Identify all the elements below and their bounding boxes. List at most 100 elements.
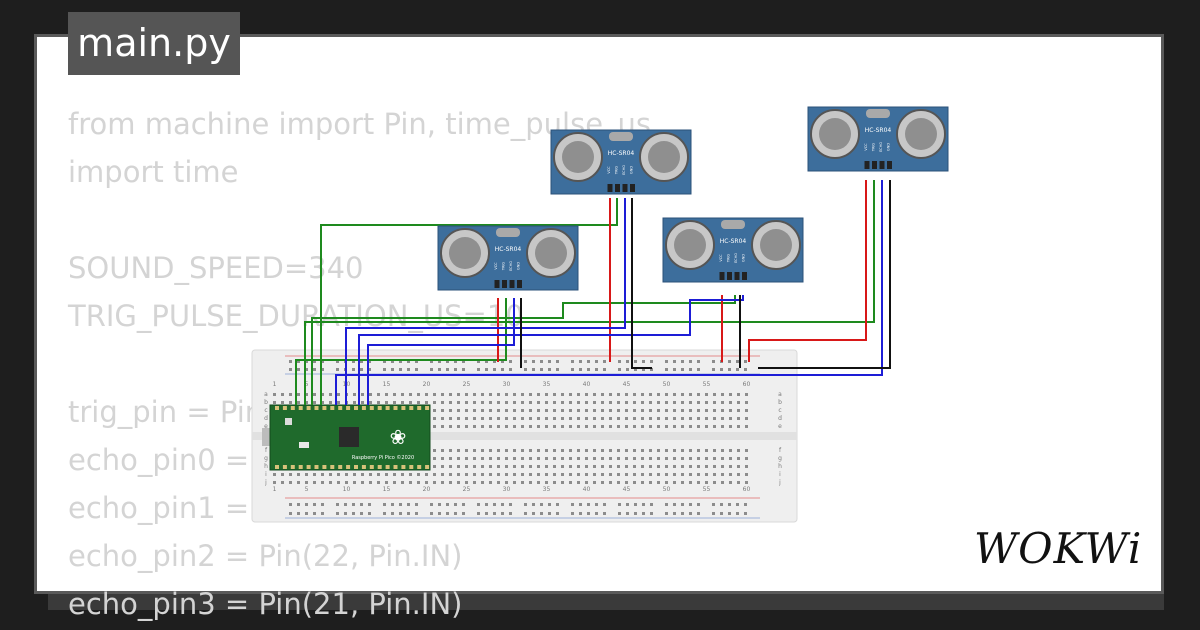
breadboard-hole <box>577 409 580 412</box>
breadboard-rail-hole <box>462 360 465 363</box>
breadboard-rail-hole <box>454 503 457 506</box>
breadboard-hole <box>617 425 620 428</box>
breadboard-hole <box>649 465 652 468</box>
breadboard-hole <box>585 425 588 428</box>
breadboard-hole <box>529 481 532 484</box>
breadboard-hole <box>585 481 588 484</box>
pico-pin <box>314 465 319 469</box>
breadboard-rail-hole <box>603 368 606 371</box>
breadboard-hole <box>625 401 628 404</box>
wire-black-gnd-s1 <box>631 198 652 369</box>
sensor-pin-header <box>719 272 725 280</box>
breadboard-hole <box>273 481 276 484</box>
breadboard-hole <box>505 465 508 468</box>
file-tab[interactable]: main.py <box>68 12 240 75</box>
breadboard-hole <box>553 401 556 404</box>
breadboard-rail-hole <box>728 512 731 515</box>
breadboard-rail-hole <box>689 360 692 363</box>
breadboard-column-number: 35 <box>543 486 551 493</box>
breadboard-rail-hole <box>430 368 433 371</box>
pico-pin <box>361 465 366 469</box>
breadboard-hole <box>721 417 724 420</box>
breadboard-hole <box>521 457 524 460</box>
breadboard-hole <box>697 417 700 420</box>
sensor-pin-header <box>607 184 613 192</box>
breadboard-rail-hole <box>556 512 559 515</box>
breadboard-rail-hole <box>360 503 363 506</box>
breadboard-hole <box>593 473 596 476</box>
breadboard-rail-hole <box>548 360 551 363</box>
breadboard-hole <box>737 473 740 476</box>
breadboard-hole <box>713 465 716 468</box>
breadboard-rail-hole <box>642 360 645 363</box>
breadboard-hole <box>409 473 412 476</box>
breadboard-hole <box>545 417 548 420</box>
breadboard-hole <box>353 393 356 396</box>
breadboard-rail-hole <box>462 512 465 515</box>
breadboard-column-number: 20 <box>423 381 431 388</box>
breadboard-hole <box>313 401 316 404</box>
breadboard-rail-hole <box>697 503 700 506</box>
breadboard-hole <box>273 393 276 396</box>
breadboard-rail-hole <box>391 503 394 506</box>
breadboard-rail-hole <box>289 503 292 506</box>
transducer-mesh <box>905 118 937 150</box>
breadboard-hole <box>649 449 652 452</box>
breadboard-rail-hole <box>673 360 676 363</box>
breadboard-hole <box>689 465 692 468</box>
breadboard-row-letter: f <box>265 447 268 454</box>
breadboard-hole <box>633 425 636 428</box>
breadboard-column-number: 25 <box>463 381 471 388</box>
breadboard-rail-hole <box>665 360 668 363</box>
breadboard-hole <box>449 473 452 476</box>
breadboard-rail-hole <box>681 360 684 363</box>
breadboard-hole <box>529 449 532 452</box>
breadboard-rail-hole <box>548 368 551 371</box>
breadboard-hole <box>673 409 676 412</box>
wire-green-trig-s3 <box>311 295 736 405</box>
breadboard-hole <box>601 425 604 428</box>
breadboard-hole <box>689 409 692 412</box>
raspberry-pi-pico[interactable]: ❀ Raspberry Pi Pico ©2020 <box>262 404 431 471</box>
breadboard-rail-hole <box>650 503 653 506</box>
breadboard-hole <box>505 449 508 452</box>
breadboard-hole <box>633 409 636 412</box>
breadboard-hole <box>721 393 724 396</box>
breadboard-hole <box>401 401 404 404</box>
breadboard-rail-hole <box>634 503 637 506</box>
breadboard-hole <box>473 409 476 412</box>
breadboard-hole <box>713 409 716 412</box>
breadboard-hole <box>585 401 588 404</box>
breadboard-hole <box>345 481 348 484</box>
wire-blue-echo-s1 <box>345 198 626 405</box>
breadboard-hole <box>297 481 300 484</box>
breadboard-hole <box>681 481 684 484</box>
breadboard-hole <box>457 449 460 452</box>
breadboard-hole <box>609 473 612 476</box>
breadboard-rail-hole <box>736 503 739 506</box>
breadboard-hole <box>481 465 484 468</box>
breadboard-hole <box>433 481 436 484</box>
breadboard-rail-hole <box>540 368 543 371</box>
breadboard-rail-hole <box>493 503 496 506</box>
breadboard-hole <box>409 401 412 404</box>
breadboard-rail-hole <box>650 368 653 371</box>
breadboard-hole <box>449 409 452 412</box>
breadboard-hole <box>369 473 372 476</box>
breadboard-hole <box>481 481 484 484</box>
bootsel-button[interactable] <box>299 442 309 448</box>
breadboard-row-letter: c <box>264 407 267 414</box>
breadboard-hole <box>673 417 676 420</box>
breadboard-hole <box>473 449 476 452</box>
breadboard-hole <box>609 417 612 420</box>
breadboard-hole <box>305 393 308 396</box>
breadboard-hole <box>401 473 404 476</box>
breadboard-hole <box>521 401 524 404</box>
breadboard-hole <box>433 473 436 476</box>
breadboard-hole <box>465 449 468 452</box>
sensor-pin-header <box>494 280 500 288</box>
